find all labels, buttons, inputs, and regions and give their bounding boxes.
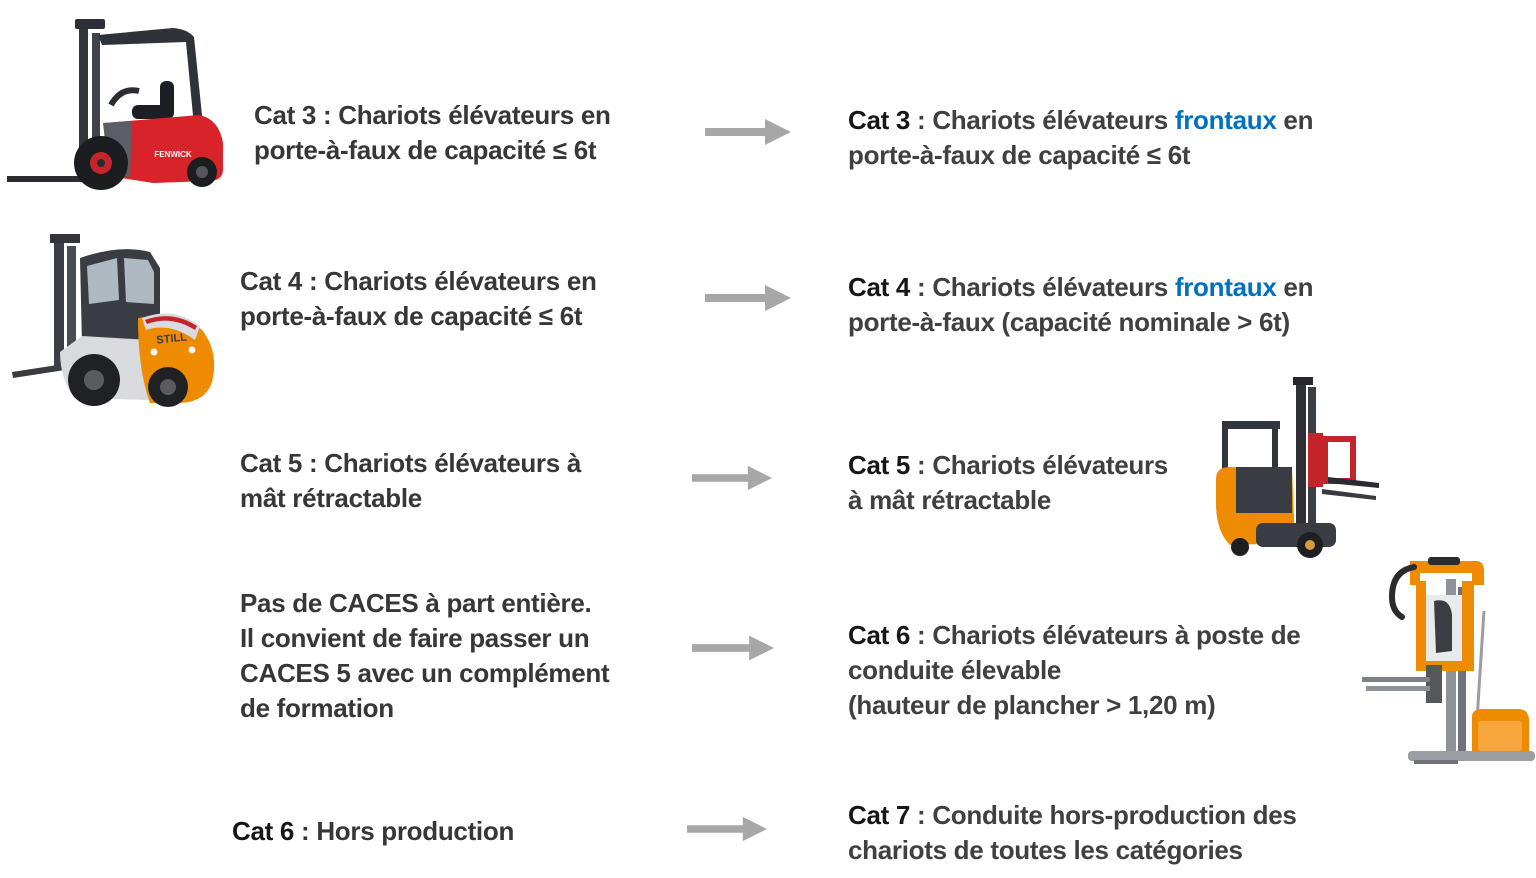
new-cat3-text-after: en [1276, 105, 1314, 135]
note-line3: CACES 5 avec un complément [240, 658, 610, 688]
new-cat4-text-after: en [1276, 272, 1314, 302]
mapping-arrow-row4 [692, 633, 774, 663]
mapping-arrow-row5 [687, 814, 767, 844]
new-cat5-text: Chariots élévateurs [932, 450, 1168, 480]
new-cat6-line1: Cat 6 : Chariots élévateurs à poste de [848, 618, 1301, 653]
still-forklift-icon: STILL [12, 234, 215, 407]
new-cat4-text: Chariots élévateurs [932, 272, 1175, 302]
new-cat3-separator: : [910, 105, 933, 135]
note-line4: de formation [240, 693, 394, 723]
old-category-no-caces-note: Pas de CACES à part entière. Il convient… [240, 586, 610, 726]
new-cat4-line2: porte-à-faux (capacité nominale > 6t) [848, 307, 1290, 337]
new-cat5-prefix: Cat 5 [848, 450, 911, 480]
new-cat3-line1: Cat 3 : Chariots élévateurs frontaux en [848, 103, 1313, 138]
red-counterbalance-forklift-image: FENWICK [5, 5, 235, 195]
new-cat3-text: Chariots élévateurs [932, 105, 1175, 135]
old-category-cat4: Cat 4 : Chariots élévateurs en porte-à-f… [240, 264, 597, 334]
right-arrow-icon [705, 285, 791, 311]
note-line2: Il convient de faire passer un [240, 623, 590, 653]
new-cat3-highlight: frontaux [1174, 105, 1277, 135]
new-category-cat4: Cat 4 : Chariots élévateurs frontaux en … [848, 270, 1313, 340]
new-cat5-line2: à mât rétractable [848, 485, 1052, 515]
order-picker-image [1354, 553, 1536, 765]
old-cat5-line2: mât rétractable [240, 483, 422, 513]
order-picker-icon [1362, 557, 1535, 764]
new-cat7-line1: Cat 7 : Conduite hors-production des [848, 798, 1297, 833]
old-cat6-line1: Cat 6 : Hors production [232, 814, 514, 849]
new-cat7-separator: : [910, 800, 933, 830]
new-cat6-line2: conduite élevable [848, 655, 1062, 685]
mapping-arrow-row3 [692, 463, 772, 493]
still-brand-label: STILL [156, 331, 188, 346]
new-cat4-prefix: Cat 4 [848, 272, 911, 302]
new-category-cat5: Cat 5 : Chariots élévateurs à mât rétrac… [848, 448, 1168, 518]
fenwick-brand-label: FENWICK [154, 150, 192, 159]
new-cat7-prefix: Cat 7 [848, 800, 911, 830]
new-cat6-line3: (hauteur de plancher > 1,20 m) [848, 690, 1216, 720]
old-cat6-text: Hors production [316, 816, 515, 846]
old-cat4-line1: Cat 4 : Chariots élévateurs en [240, 266, 597, 296]
right-arrow-icon [692, 465, 772, 491]
old-cat3-line1: Cat 3 : Chariots élévateurs en [254, 100, 611, 130]
mapping-arrow-row2 [705, 283, 791, 313]
new-cat4-line1: Cat 4 : Chariots élévateurs frontaux en [848, 270, 1313, 305]
old-category-cat6: Cat 6 : Hors production [232, 814, 514, 849]
new-cat3-prefix: Cat 3 [848, 105, 911, 135]
note-line1: Pas de CACES à part entière. [240, 588, 592, 618]
new-cat5-line1: Cat 5 : Chariots élévateurs [848, 448, 1168, 483]
old-cat3-line2: porte-à-faux de capacité ≤ 6t [254, 135, 597, 165]
right-arrow-icon [692, 635, 774, 661]
red-forklift-icon: FENWICK [7, 19, 223, 190]
new-category-cat7: Cat 7 : Conduite hors-production des cha… [848, 798, 1297, 868]
new-cat3-line2: porte-à-faux de capacité ≤ 6t [848, 140, 1191, 170]
old-category-cat3: Cat 3 : Chariots élévateurs en porte-à-f… [254, 98, 611, 168]
old-cat4-line2: porte-à-faux de capacité ≤ 6t [240, 301, 583, 331]
new-cat6-separator: : [910, 620, 933, 650]
new-category-cat3: Cat 3 : Chariots élévateurs frontaux en … [848, 103, 1313, 173]
new-category-cat6: Cat 6 : Chariots élévateurs à poste de c… [848, 618, 1301, 723]
reach-truck-image [1198, 373, 1380, 561]
right-arrow-icon [705, 119, 791, 145]
old-cat5-line1: Cat 5 : Chariots élévateurs à [240, 448, 581, 478]
new-cat7-line2: chariots de toutes les catégories [848, 835, 1243, 865]
old-category-cat5: Cat 5 : Chariots élévateurs à mât rétrac… [240, 446, 581, 516]
new-cat4-highlight: frontaux [1174, 272, 1277, 302]
old-cat6-separator: : [294, 816, 317, 846]
new-cat6-prefix: Cat 6 [848, 620, 911, 650]
reach-truck-icon [1216, 377, 1379, 558]
mapping-arrow-row1 [705, 117, 791, 147]
orange-counterbalance-forklift-image: STILL [2, 220, 222, 410]
new-cat4-separator: : [910, 272, 933, 302]
new-cat5-separator: : [910, 450, 933, 480]
new-cat6-text: Chariots élévateurs à poste de [932, 620, 1301, 650]
new-cat7-text: Conduite hors-production des [932, 800, 1297, 830]
right-arrow-icon [687, 816, 767, 842]
old-cat6-prefix: Cat 6 [232, 816, 295, 846]
